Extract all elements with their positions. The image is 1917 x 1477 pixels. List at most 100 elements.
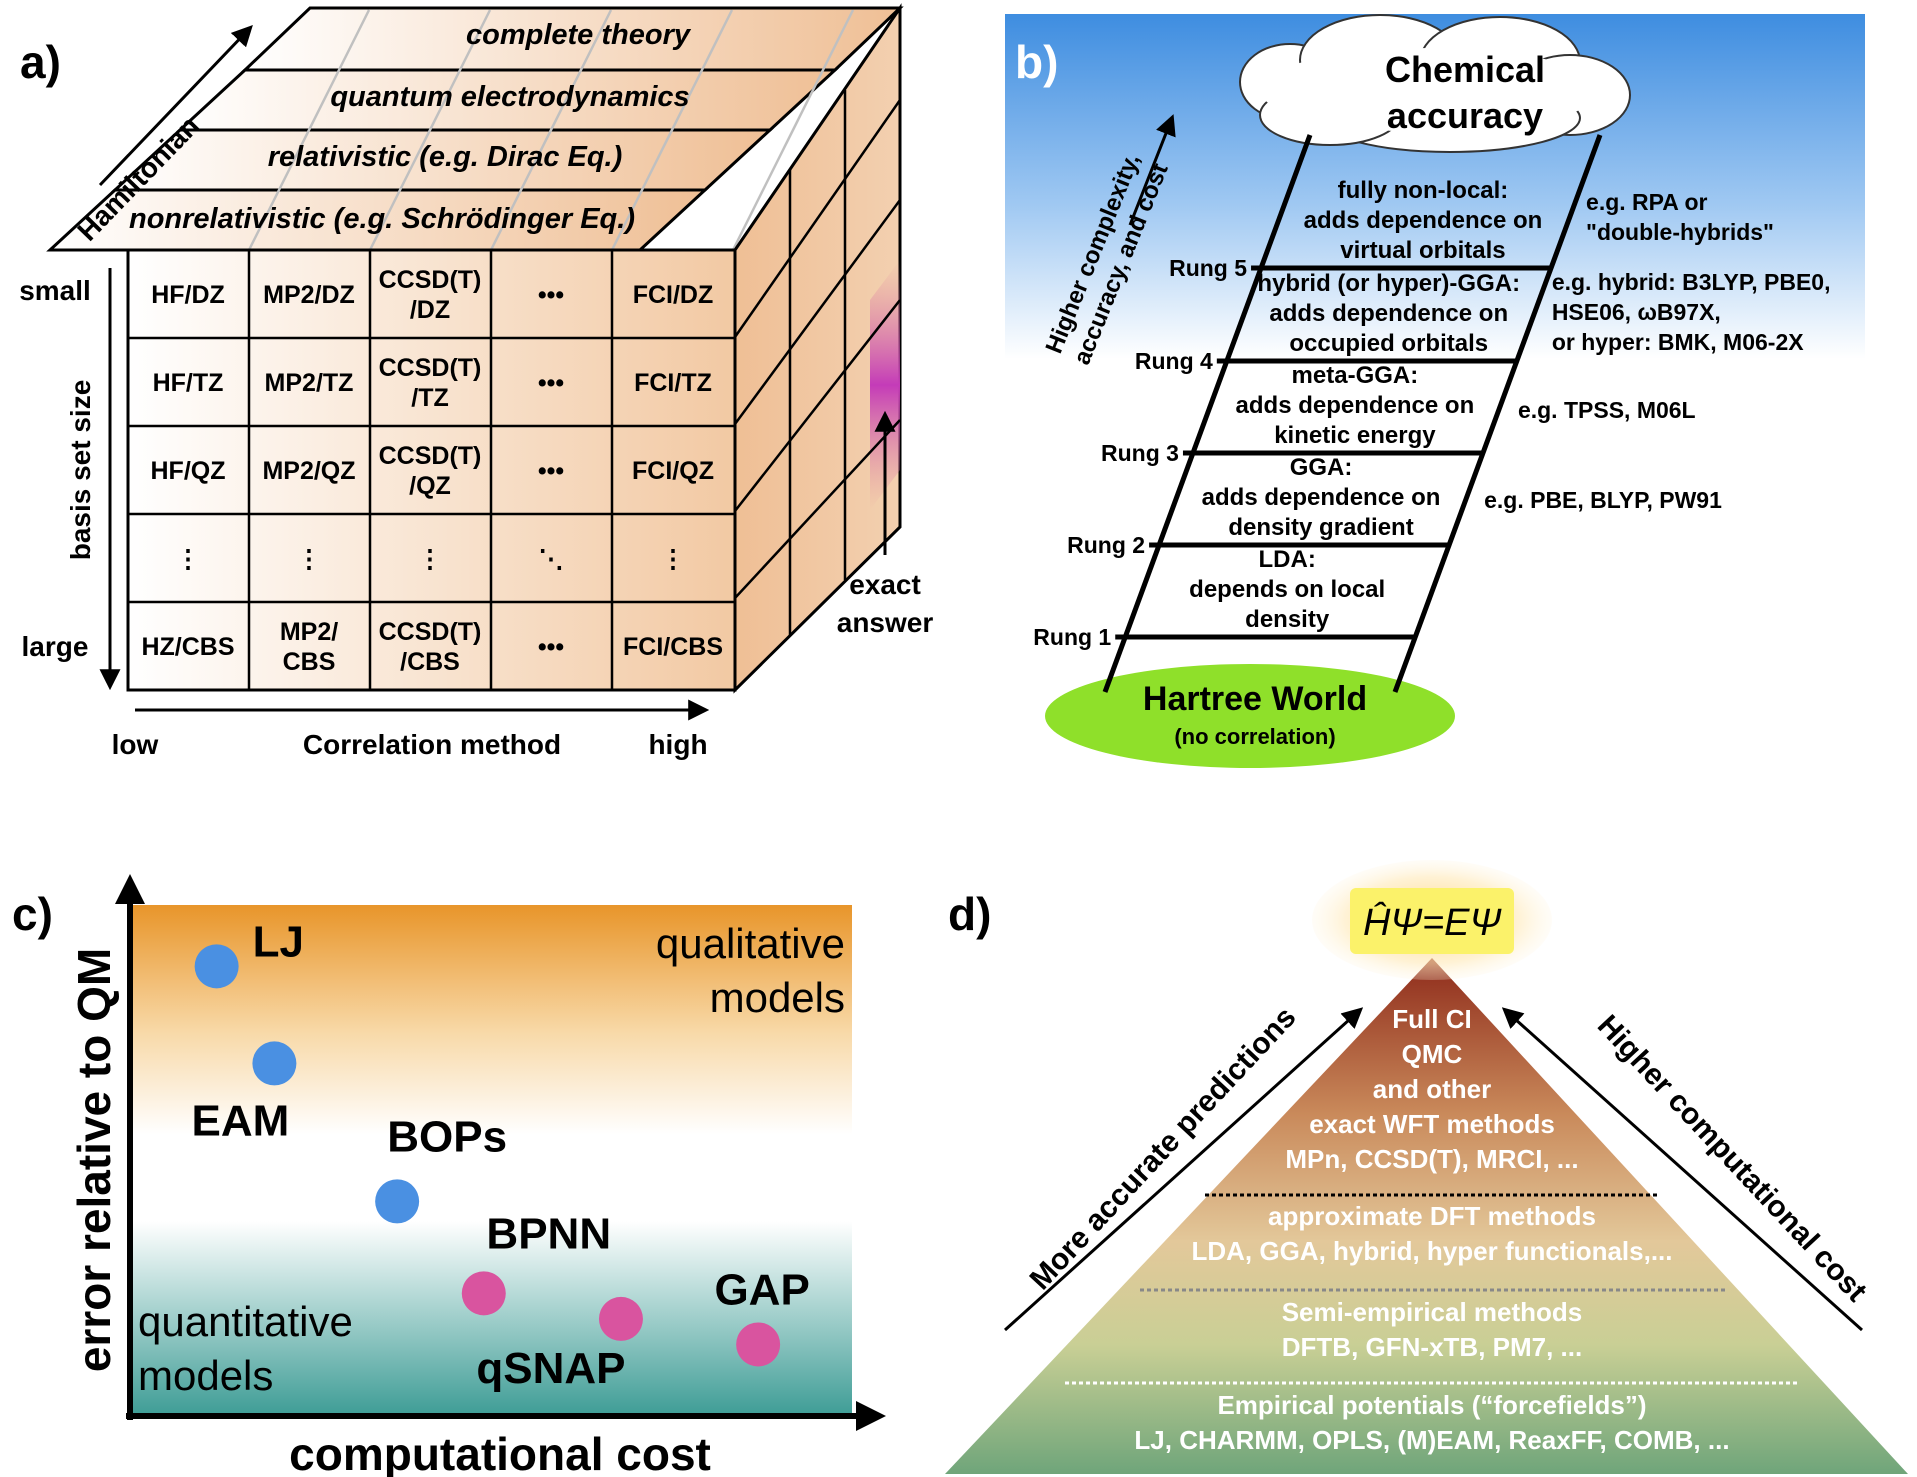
point-label-eam: EAM [192, 1096, 290, 1145]
grid-cell: ⋮ [661, 545, 686, 573]
exact-answer-highlight [870, 260, 900, 510]
exact-answer-line1: exact [849, 569, 921, 600]
ladder-left-rail [1102, 134, 1313, 693]
panel-b-letter: b) [1015, 36, 1058, 88]
cost-arrow [1501, 1007, 1864, 1332]
grid-cell: CCSD(T)/CBS [379, 618, 482, 676]
basis-set-size-label: basis set size [65, 380, 96, 561]
point-eam [252, 1041, 297, 1086]
grid-cell: CCSD(T)/DZ [379, 266, 482, 324]
panel-a: a) [19, 3, 934, 760]
tier-text: QMC [1402, 1039, 1463, 1069]
exact-answer-line2: answer [837, 607, 934, 638]
rung-label: Rung 3 [1101, 440, 1179, 466]
grid-cell: FCI/TZ [634, 369, 712, 397]
grid-cell: MP2/QZ [262, 457, 355, 485]
rung-description: adds dependence on [1269, 300, 1508, 327]
layer-label-2: relativistic (e.g. Dirac Eq.) [268, 141, 623, 173]
cloud-line1: Chemical [1385, 49, 1545, 90]
hartree-world-ellipse [1045, 664, 1455, 768]
rung-description: kinetic energy [1274, 422, 1436, 449]
grid-cell: FCI/QZ [632, 457, 714, 485]
qualitative-line2: models [710, 974, 845, 1021]
rung-description: depends on local [1189, 576, 1385, 603]
point-lj [194, 944, 239, 989]
point-bops [375, 1179, 420, 1224]
grid-cell: ⋱ [539, 545, 564, 573]
grid-cell: ••• [538, 281, 564, 309]
grid-cell: ⋮ [176, 545, 201, 573]
front-grid-lines [128, 250, 735, 690]
correlation-method-label: Correlation method [303, 729, 561, 760]
rung-description: GGA: [1290, 454, 1353, 481]
point-label-bops: BOPs [387, 1112, 507, 1161]
hartree-world-sub: (no correlation) [1174, 724, 1335, 749]
grid-cell: HF/DZ [151, 281, 225, 309]
rung-example: e.g. PBE, BLYP, PW91 [1484, 487, 1722, 513]
complexity-arrow [1128, 114, 1176, 226]
c-xlabel: computational cost [289, 1428, 711, 1477]
rung-example: "double-hybrids" [1586, 219, 1774, 245]
grid-cell: ••• [538, 633, 564, 661]
layer-label-0: complete theory [466, 19, 692, 51]
basis-small-label: small [19, 275, 91, 306]
ladder-right-rail [1392, 134, 1603, 693]
tier-text: DFTB, GFN-xTB, PM7, ... [1282, 1332, 1582, 1362]
grid-cell: MP2/CBS [280, 618, 338, 676]
point-label-qsnap: qSNAP [476, 1344, 625, 1393]
rung-example: e.g. TPSS, M06L [1518, 397, 1696, 423]
tier-text: LDA, GGA, hybrid, hyper functionals,... [1191, 1236, 1672, 1266]
tier-text: exact WFT methods [1309, 1109, 1555, 1139]
grid-cell: ⋮ [418, 545, 443, 573]
plot-background [130, 905, 852, 1415]
pyramid [945, 958, 1908, 1474]
correlation-low-label: low [112, 729, 159, 760]
rung-label: Rung 2 [1067, 532, 1145, 558]
tier-text: LJ, CHARMM, OPLS, (M)EAM, ReaxFF, COMB, … [1134, 1425, 1729, 1455]
panel-c: c) computational cost error relative to … [12, 874, 886, 1477]
hamiltonian-arrow [98, 24, 253, 187]
rung-description: adds dependence on [1304, 207, 1543, 234]
panel-a-letter: a) [20, 36, 61, 88]
side-grid-lines [733, 90, 902, 636]
point-bpnn [461, 1271, 506, 1316]
layer-labels: complete theory quantum electrodynamics … [129, 19, 692, 235]
front-grid-frame [126, 248, 737, 692]
rung-description: adds dependence on [1202, 484, 1441, 511]
grid-cell: ••• [538, 369, 564, 397]
accuracy-arrow [1003, 1007, 1364, 1332]
basis-large-label: large [22, 631, 89, 662]
tier-text: Empirical potentials (“forcefields”) [1217, 1390, 1646, 1420]
tier-text: approximate DFT methods [1268, 1201, 1596, 1231]
rung-label: Rung 4 [1135, 348, 1213, 374]
rung-example: e.g. RPA or [1586, 189, 1707, 215]
tier-text: MPn, CCSD(T), MRCI, ... [1285, 1144, 1578, 1174]
layer-label-1: quantum electrodynamics [330, 81, 689, 113]
point-label-bpnn: BPNN [486, 1209, 611, 1258]
quantitative-line1: quantitative [138, 1298, 353, 1345]
panel-b: b) Chemical accuracy Hartree World (no c… [1005, 14, 1865, 768]
rung-description: LDA: [1259, 546, 1316, 573]
panel-c-letter: c) [12, 888, 53, 940]
point-gap [736, 1322, 781, 1367]
rung-description: density gradient [1228, 514, 1413, 541]
rung-description: adds dependence on [1236, 392, 1475, 419]
grid-cell: FCI/CBS [623, 633, 723, 661]
top-column-lines [247, 9, 855, 251]
grid-cell: ⋮ [297, 545, 322, 573]
tier-dividers [1065, 1193, 1800, 1385]
grid-cell: MP2/TZ [265, 369, 354, 397]
rung-description: meta-GGA: [1292, 362, 1419, 389]
tier-text: Full CI [1392, 1004, 1471, 1034]
hartree-world-title: Hartree World [1143, 680, 1367, 718]
point-label-gap: GAP [714, 1265, 809, 1314]
rung-description: occupied orbitals [1289, 330, 1488, 357]
layer-label-3: nonrelativistic (e.g. Schrödinger Eq.) [129, 203, 635, 235]
tier-text: Semi-empirical methods [1282, 1297, 1583, 1327]
rung-example: HSE06, ωB97X, [1552, 299, 1721, 325]
cloud-line2: accuracy [1387, 95, 1543, 136]
